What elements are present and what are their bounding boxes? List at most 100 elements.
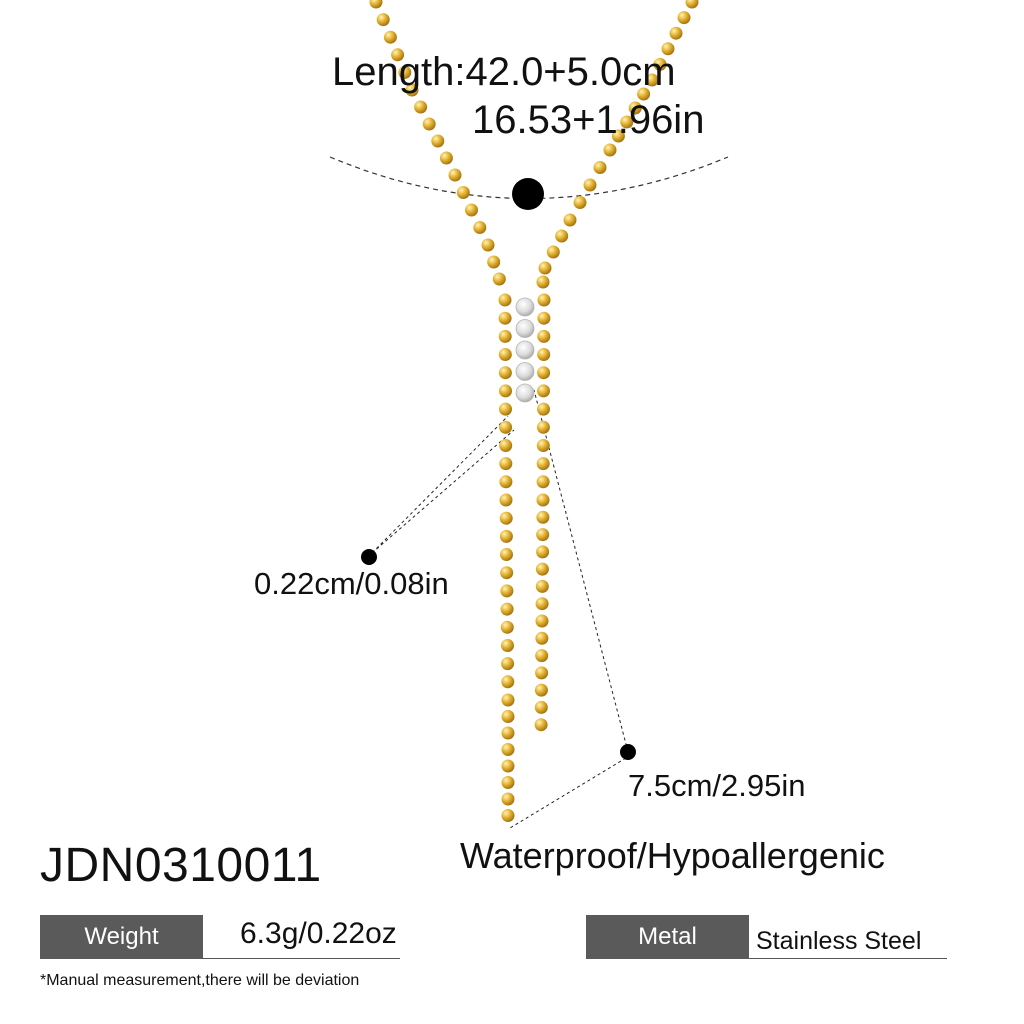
chain-bead xyxy=(398,65,412,79)
chain-bead xyxy=(653,57,667,71)
chain-bead xyxy=(501,759,515,773)
chain-bead xyxy=(473,221,487,234)
chain-bead xyxy=(535,614,549,628)
chain-bead xyxy=(465,203,478,217)
tassel-marker-dot xyxy=(620,744,636,760)
chain-bead xyxy=(538,261,552,275)
chain-bead xyxy=(439,151,453,165)
weight-spec: Weight 6.3g/0.22oz xyxy=(40,915,400,959)
chain-bead xyxy=(501,743,515,756)
chain-bead xyxy=(573,196,587,209)
metal-spec: Metal Stainless Steel xyxy=(586,915,947,959)
chain-bead xyxy=(499,402,512,416)
chain-bead xyxy=(376,13,390,27)
chain-bead xyxy=(555,229,569,243)
chain-bead xyxy=(535,666,549,680)
chain-bead xyxy=(481,238,495,252)
chain-bead xyxy=(537,366,551,380)
chain-bead xyxy=(534,683,548,697)
chain-bead xyxy=(501,792,515,806)
chain-bead xyxy=(500,620,514,634)
chain-bead xyxy=(620,115,634,129)
chain-bead xyxy=(645,73,659,87)
chain-bead xyxy=(536,420,550,434)
chain-bead xyxy=(501,657,515,671)
tassel-pointer-line-2 xyxy=(509,757,627,829)
chain-bead xyxy=(534,718,548,732)
chain-bead xyxy=(537,311,551,325)
crystal-stone xyxy=(515,362,535,381)
feature-text: Waterproof/Hypoallergenic xyxy=(460,835,885,876)
product-sku: JDN0310011 xyxy=(40,839,322,892)
chain-bead xyxy=(499,420,513,434)
bead-pointer-line xyxy=(367,415,509,558)
tassel-pointer-line xyxy=(533,389,629,753)
chain-bead xyxy=(500,548,513,561)
weight-underline xyxy=(203,958,400,959)
chain-bead xyxy=(534,700,548,714)
chain-bead xyxy=(546,245,560,259)
chain-bead xyxy=(501,639,514,652)
chain-bead xyxy=(501,726,515,740)
length-marker-dot xyxy=(512,178,544,210)
chain-bead xyxy=(536,528,550,542)
chain-bead xyxy=(498,329,512,343)
chain-bead xyxy=(487,255,501,269)
ball-chain xyxy=(369,0,699,822)
chain-bead xyxy=(499,457,513,471)
weight-value: 6.3g/0.22oz xyxy=(240,917,397,950)
chain-bead xyxy=(536,475,550,489)
chain-bead xyxy=(536,510,550,524)
chain-bead xyxy=(456,186,470,199)
chain-bead xyxy=(685,0,699,9)
chain-bead xyxy=(535,597,549,611)
metal-value: Stainless Steel xyxy=(756,927,922,955)
chain-bead xyxy=(501,675,515,689)
crystal-stack xyxy=(515,297,535,403)
chain-bead xyxy=(535,562,549,576)
chain-bead xyxy=(414,100,428,114)
tassel-length-label: 7.5cm/2.95in xyxy=(628,768,806,803)
chain-bead xyxy=(583,178,597,192)
chain-bead xyxy=(499,475,513,489)
crystal-stone xyxy=(515,340,535,360)
chain-bead xyxy=(383,30,397,44)
chain-bead xyxy=(637,87,651,101)
length-cm-label: Length:42.0+5.0cm xyxy=(332,50,676,94)
crystal-stone xyxy=(515,319,535,338)
chain-bead xyxy=(501,809,515,822)
chain-bead xyxy=(603,143,617,157)
chain-bead xyxy=(499,384,512,398)
chain-bead xyxy=(499,493,513,507)
chain-bead xyxy=(537,293,551,307)
crystal-stone xyxy=(515,297,535,317)
chain-bead xyxy=(499,529,513,543)
chain-bead xyxy=(628,101,642,115)
crystal-stone xyxy=(515,383,535,403)
chain-bead xyxy=(405,83,419,97)
chain-bead xyxy=(535,579,549,593)
chain-bead xyxy=(537,348,551,361)
chain-bead xyxy=(535,649,549,663)
chain-bead xyxy=(611,129,625,143)
chain-bead xyxy=(499,439,513,452)
chain-bead xyxy=(661,42,675,56)
bead-marker-dot xyxy=(361,549,377,565)
bead-pointer-line-2 xyxy=(371,429,515,554)
chain-bead xyxy=(536,493,550,507)
chain-bead xyxy=(498,293,512,307)
chain-bead xyxy=(536,457,550,471)
chain-bead xyxy=(422,117,436,131)
chain-bead xyxy=(498,366,512,380)
chain-bead xyxy=(391,48,405,62)
chain-bead xyxy=(500,602,514,616)
chain-bead xyxy=(501,776,515,789)
chain-bead xyxy=(535,631,549,645)
chain-bead xyxy=(499,511,513,525)
chain-bead xyxy=(563,213,577,227)
chain-bead xyxy=(501,710,515,723)
chain-bead xyxy=(500,566,514,580)
weight-label: Weight xyxy=(40,915,203,959)
bead-size-label: 0.22cm/0.08in xyxy=(254,566,449,601)
